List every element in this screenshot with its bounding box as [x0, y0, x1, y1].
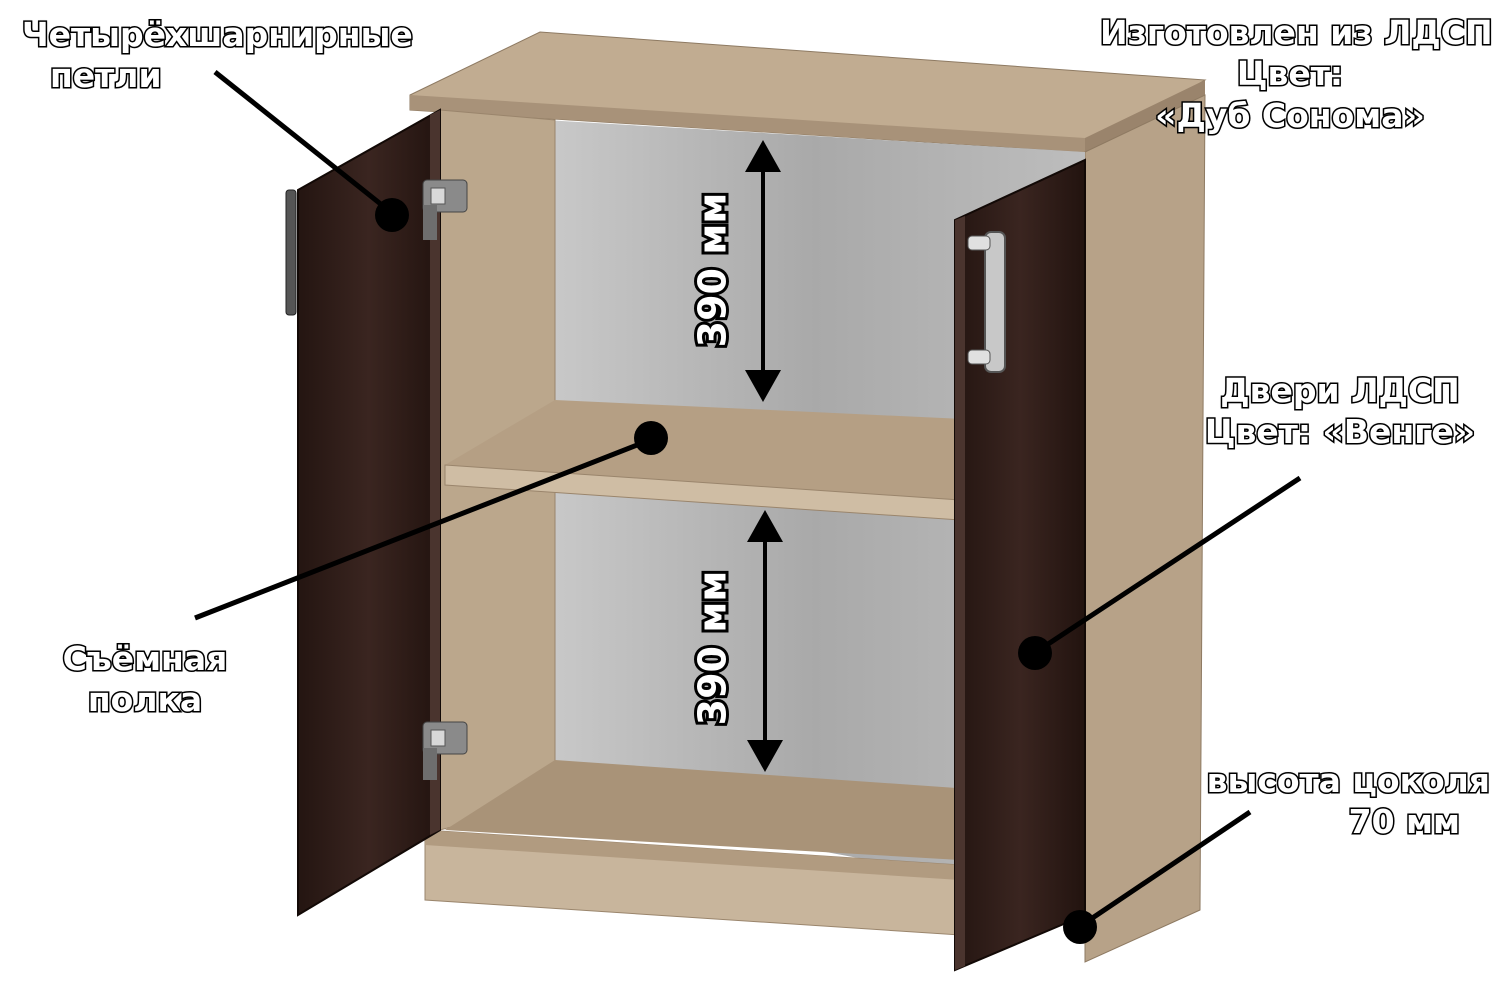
right-door-edge: [955, 216, 965, 970]
doors-callout-line: [1018, 475, 1302, 670]
shelf-top: [445, 400, 985, 500]
cabinet-top-front-edge: [410, 95, 1085, 152]
hinges-label-line-1: Четырёхшарнирные: [21, 13, 415, 55]
shelf-label: Съёмная полка: [40, 637, 250, 721]
cabinet-plinth-edge: [425, 830, 960, 880]
right-door-handle-icon: [967, 231, 1006, 373]
upper-dimension-label: 390 мм: [691, 193, 735, 348]
lower-hinge-icon: [422, 721, 468, 780]
doors-label-line-2: Цвет: «Венге»: [1203, 411, 1476, 453]
upper-dimension-arrow: [745, 140, 781, 402]
doors-label-line-1: Двери ЛДСП: [1219, 369, 1462, 411]
lower-dimension-label: 390 мм: [691, 571, 735, 726]
plinth-label-line-1: высота цоколя: [1205, 759, 1491, 801]
lower-dimension-arrow: [747, 510, 783, 772]
cabinet-bottom: [445, 760, 985, 860]
shelf-label-line-1: Съёмная: [61, 637, 229, 679]
left-door-edge: [430, 110, 440, 835]
upper-hinge-icon: [422, 179, 468, 240]
material-label-line-3: «Дуб Сонома»: [1154, 94, 1427, 136]
hinges-callout-line: [213, 70, 409, 232]
material-label: Изготовлен из ЛДСП Цвет: «Дуб Сонома»: [1099, 11, 1495, 136]
plinth-label-line-2: 70 мм: [1347, 801, 1461, 843]
plinth-callout-line: [1063, 809, 1252, 944]
hinges-label-line-2: петли: [49, 55, 164, 97]
material-label-line-1: Изготовлен из ЛДСП: [1099, 11, 1495, 53]
plinth-label: высота цоколя 70 мм: [1170, 759, 1491, 843]
material-label-line-2: Цвет:: [1235, 53, 1344, 95]
cabinet-top-side-edge: [1085, 80, 1205, 152]
shelf-label-line-2: полка: [86, 679, 203, 721]
shelf-callout-line: [194, 421, 668, 621]
hinges-label: Четырёхшарнирные петли: [21, 13, 415, 97]
left-door-handle: [285, 189, 297, 316]
doors-label: Двери ЛДСП Цвет: «Венге»: [1200, 369, 1480, 453]
left-door: [297, 108, 441, 917]
right-door: [954, 158, 1086, 972]
